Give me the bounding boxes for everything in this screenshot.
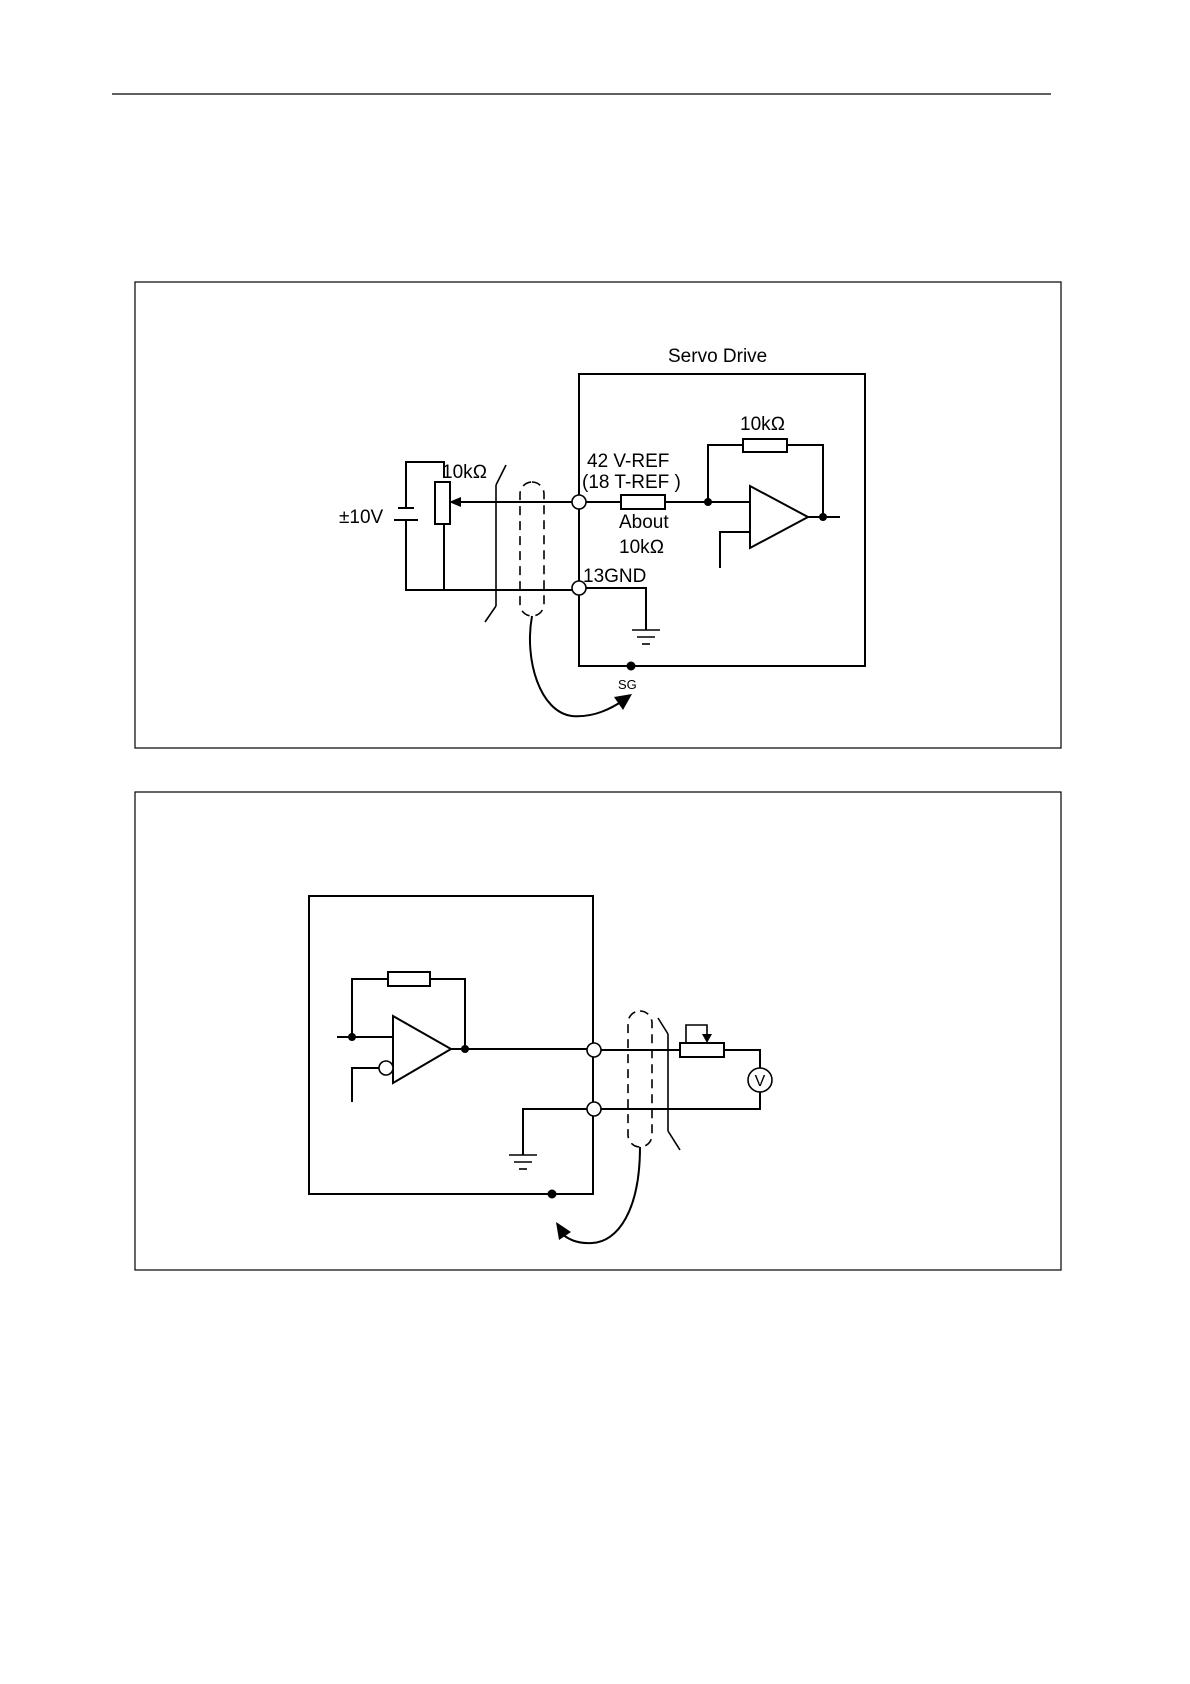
voltmeter-symbol: V	[755, 1073, 766, 1090]
input-resistor-label-line2: 10kΩ	[619, 537, 664, 558]
monitor-ground-wire	[523, 1109, 587, 1155]
sg-label: SG	[618, 677, 637, 692]
monitor-shield-dashed	[628, 1011, 652, 1147]
feedback-resistor-label: 10kΩ	[740, 414, 785, 435]
sg-dot	[627, 662, 636, 671]
op-amp-noninverting-wire	[720, 532, 750, 568]
monitor-gnd-terminal	[587, 1102, 601, 1116]
op-amp-symbol	[750, 486, 808, 548]
cable-marker-top	[496, 465, 506, 485]
monitor-cable-marker-bottom	[668, 1131, 680, 1150]
bottom-diagram-frame	[135, 792, 1061, 1270]
monitor-feedback-wire-right	[430, 979, 465, 1049]
meter-bottom-wire	[601, 1092, 760, 1109]
meter-top-wire	[724, 1050, 760, 1068]
potentiometer-body	[435, 482, 450, 524]
tref-pin-label: (18 T-REF )	[582, 472, 681, 493]
vref-pin-label: 42 V-REF	[587, 451, 669, 472]
monitor-feedback-resistor	[388, 972, 430, 986]
shield-arrow	[614, 694, 632, 710]
cable-marker-bottom	[485, 606, 496, 622]
monitor-sg-dot	[548, 1190, 557, 1199]
input-resistor	[621, 495, 665, 509]
speed-torque-reference-input-diagram: Servo Drive 10kΩ 42 V-REF (18 T-REF ) Ab…	[135, 282, 1061, 748]
external-resistor	[680, 1043, 724, 1057]
feedback-wire-right	[787, 445, 823, 517]
external-trim-arrow	[702, 1034, 712, 1043]
supply-label: ±10V	[339, 507, 384, 528]
feedback-resistor	[743, 439, 787, 452]
monitor-op-amp-symbol	[393, 1016, 451, 1083]
gnd-pin-label: 13GND	[583, 566, 646, 587]
drive-box	[309, 896, 593, 1194]
input-junction-dot	[704, 498, 712, 506]
vref-terminal	[572, 495, 586, 509]
monitor-shield-ground-curve	[560, 1147, 640, 1243]
potentiometer-label: 10kΩ	[442, 462, 487, 483]
monitor-inverting-bubble	[379, 1061, 393, 1075]
supply-bottom-wire	[406, 520, 572, 590]
monitor-feedback-wire-left	[352, 979, 388, 1037]
monitor-output-junction-dot	[461, 1045, 469, 1053]
analog-monitor-output-diagram: V	[135, 792, 1061, 1270]
top-diagram-frame	[135, 282, 1061, 748]
monitor-noninverting-wire	[352, 1068, 379, 1102]
servo-drive-label: Servo Drive	[668, 346, 767, 367]
feedback-wire-left	[708, 445, 743, 502]
monitor-output-terminal	[587, 1043, 601, 1057]
supply-top-wire	[406, 462, 444, 508]
monitor-shield-arrow	[556, 1222, 571, 1240]
monitor-cable-marker-top	[658, 1018, 668, 1034]
ground-wire	[586, 588, 646, 630]
input-resistor-label-line1: About	[619, 512, 669, 533]
